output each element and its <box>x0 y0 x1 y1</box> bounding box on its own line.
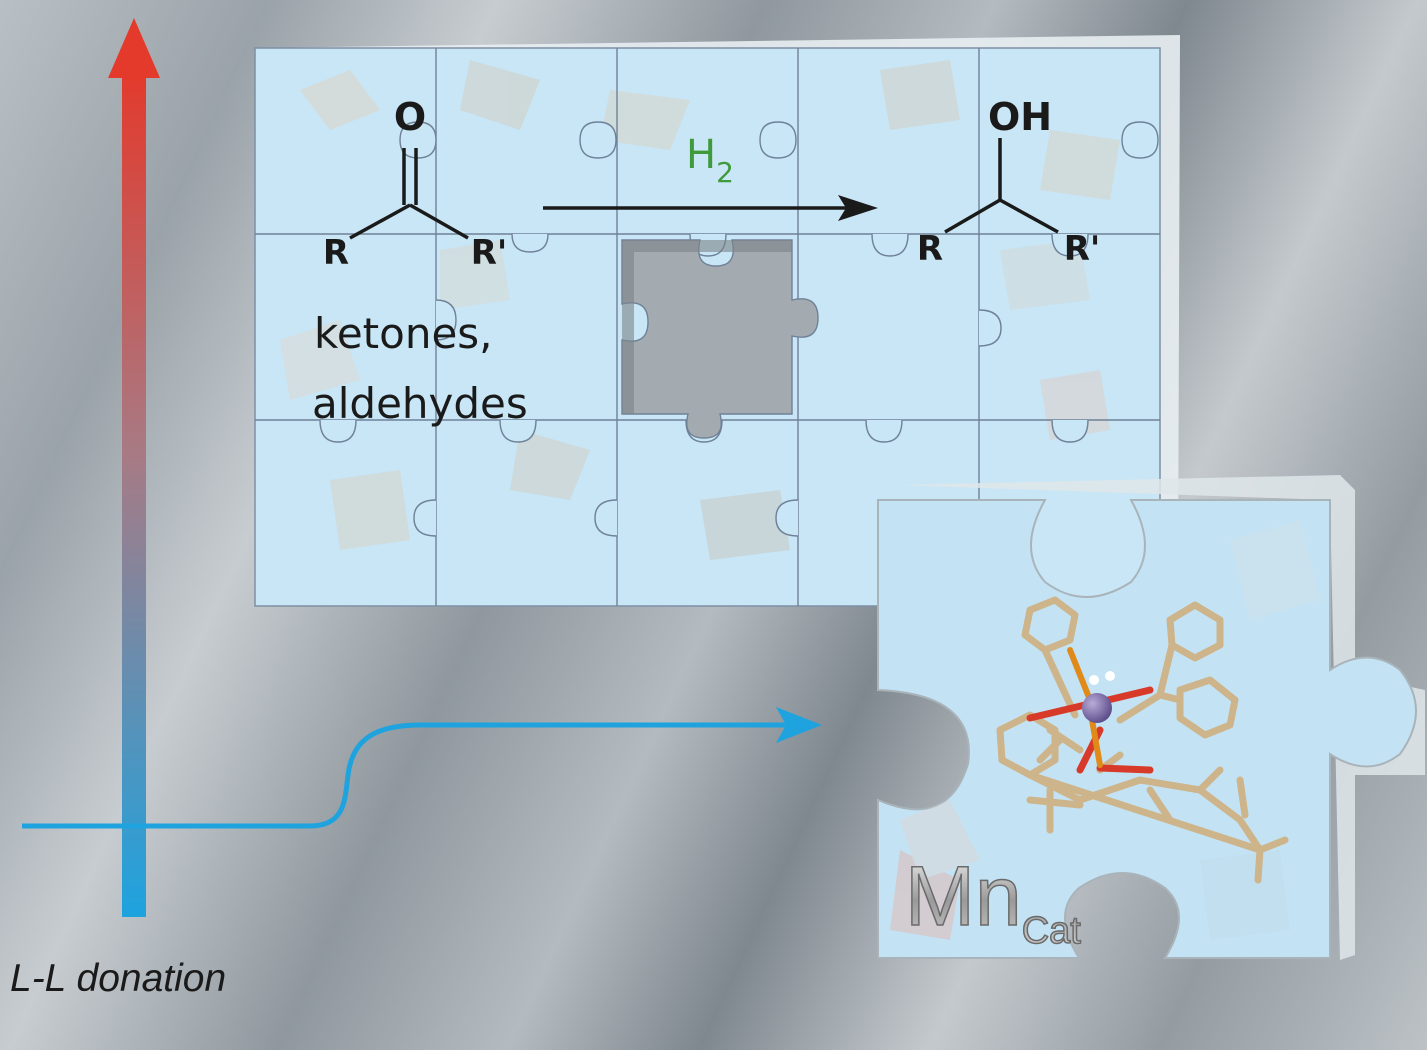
product-r-label: R <box>917 229 943 269</box>
piece-texture <box>890 520 1320 940</box>
product-oh-label: OH <box>988 95 1052 139</box>
substrate-line-2: aldehydes <box>312 379 528 428</box>
axis-label: L-L donation <box>10 957 226 1000</box>
hydride-atom <box>1089 675 1099 685</box>
hydride-atom <box>1105 671 1115 681</box>
reaction-arrow: H2 <box>543 132 878 221</box>
axis-arrowhead-up <box>108 18 160 78</box>
donation-step-curve <box>140 707 822 829</box>
curve-arrowhead-icon <box>776 707 822 743</box>
board-texture <box>280 60 1120 560</box>
mn-cat-label: MnCat <box>905 849 1081 952</box>
product-r-prime-label: R' <box>1064 229 1101 269</box>
reactant-r-label: R <box>323 233 349 273</box>
manganese-atom <box>1082 693 1112 723</box>
product-alcohol: OH R R' <box>917 95 1100 269</box>
arrowhead-right-icon <box>838 195 878 221</box>
reactant-oxygen-label: O <box>394 95 426 139</box>
substrate-line-1: ketones, <box>314 309 493 358</box>
reactant-r-prime-label: R' <box>471 233 508 273</box>
missing-piece-hole <box>621 239 819 439</box>
reactant-carbonyl: O R R' <box>323 95 507 273</box>
mn-complex-model <box>996 596 1289 884</box>
reagent-h2-label: H2 <box>686 132 734 189</box>
ll-donation-axis <box>22 18 160 917</box>
